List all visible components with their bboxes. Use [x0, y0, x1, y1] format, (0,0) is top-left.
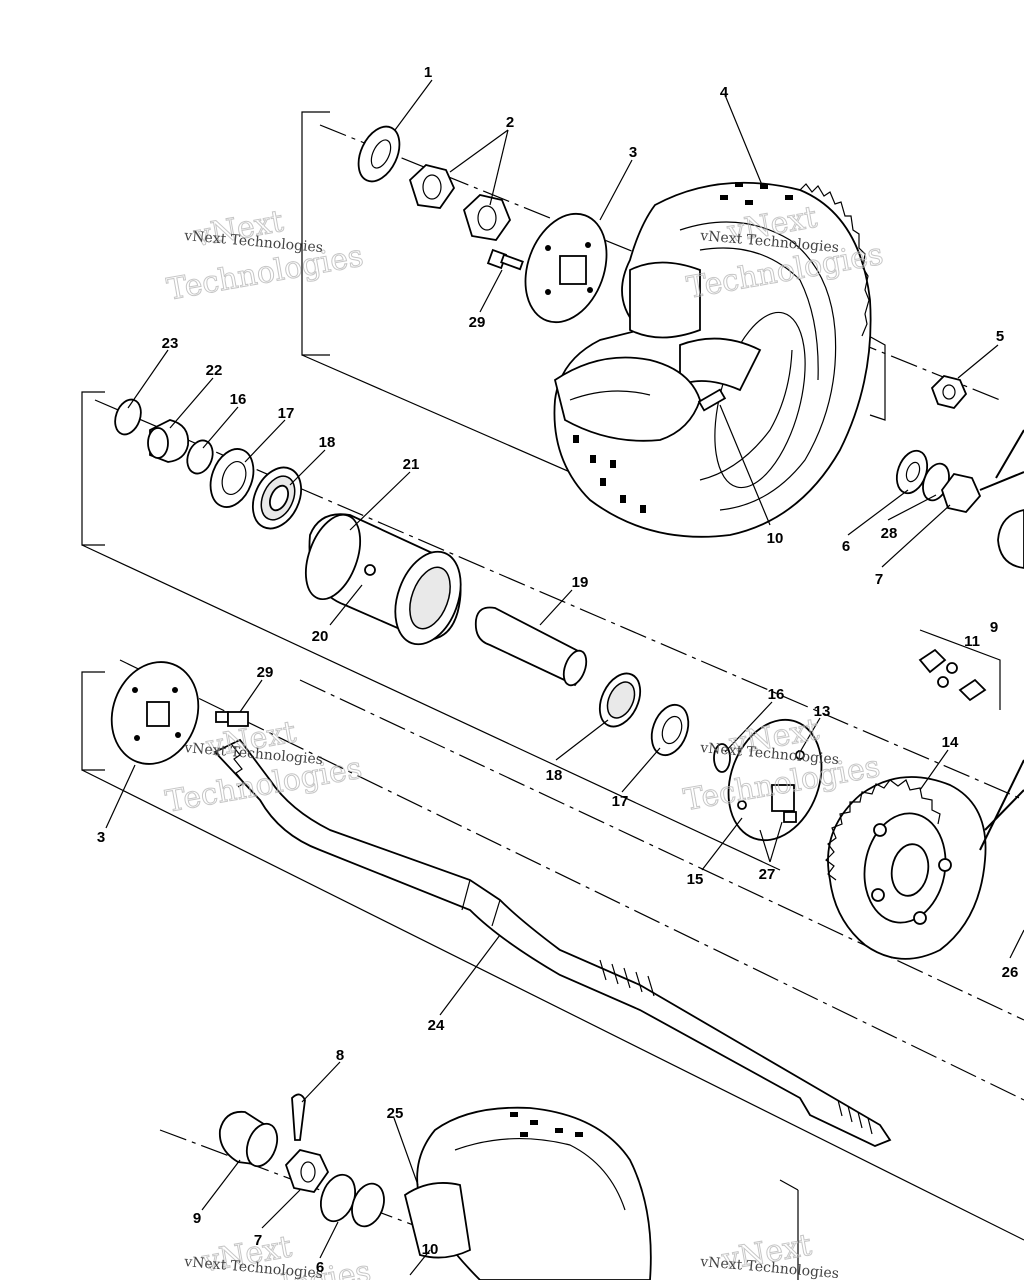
callout-24: 24	[428, 1017, 445, 1034]
stud-10a	[697, 388, 727, 412]
tire-4	[553, 181, 872, 538]
callout-18-top: 18	[319, 434, 336, 451]
callout-22: 22	[206, 362, 223, 379]
master-link-11	[918, 648, 987, 702]
snap-ring-23	[114, 398, 142, 436]
callout-10-bottom: 10	[422, 1241, 439, 1258]
seal-17b	[650, 703, 690, 757]
leader-lines	[105, 79, 1024, 1276]
callout-7-bottom: 7	[254, 1232, 262, 1249]
collar-22	[147, 419, 190, 463]
seal-17a	[209, 448, 255, 508]
axle-24	[213, 738, 892, 1147]
callout-labels: 1 2 3 4 29 23 22 16 17 18 21 5 10 6 28 7…	[97, 64, 1019, 1276]
cap-9a	[997, 509, 1024, 569]
callout-23: 23	[162, 335, 179, 352]
callout-29-top: 29	[469, 314, 486, 331]
callout-3-top: 3	[629, 144, 637, 161]
bolt-29a	[486, 248, 524, 271]
o-ring-16a	[186, 439, 214, 475]
nut-2a	[408, 164, 456, 209]
callout-16-top: 16	[230, 391, 247, 408]
nut-2b	[462, 194, 512, 241]
callout-16-mid: 16	[768, 686, 785, 703]
callout-18-mid: 18	[546, 767, 563, 784]
nut-5	[930, 375, 968, 410]
washer-1	[357, 125, 401, 183]
bearing-18b	[598, 672, 642, 728]
callout-19: 19	[572, 574, 589, 591]
callout-27: 27	[759, 866, 776, 883]
callout-6-bottom: 6	[316, 1259, 324, 1276]
callout-3-mid: 3	[97, 829, 105, 846]
sprocket-hub-15	[727, 718, 823, 842]
callout-20: 20	[312, 628, 329, 645]
callout-13: 13	[814, 703, 831, 720]
callout-10-top: 10	[767, 530, 784, 547]
castle-nut-7b	[284, 1148, 330, 1193]
callout-7-top: 7	[875, 571, 883, 588]
frame-lines	[81, 111, 1024, 1280]
hub-3a	[524, 212, 608, 324]
bearing-18a	[252, 466, 302, 530]
callout-25: 25	[387, 1105, 404, 1122]
callout-6-top: 6	[842, 538, 850, 555]
callout-1: 1	[424, 64, 432, 81]
callout-17-top: 17	[278, 405, 295, 422]
hub-3b	[110, 661, 200, 765]
callout-2: 2	[506, 114, 514, 131]
callout-15: 15	[687, 871, 704, 888]
sprocket-14	[825, 776, 987, 960]
housing-21	[304, 513, 462, 646]
callout-9-top: 9	[990, 619, 998, 636]
callout-29-mid: 29	[257, 664, 274, 681]
callout-11: 11	[964, 633, 980, 650]
chain-guard-26	[979, 759, 1024, 851]
callout-9-bottom: 9	[193, 1210, 201, 1227]
cap-9b	[218, 1110, 279, 1168]
callout-28: 28	[881, 525, 898, 542]
cotter-pin-8	[291, 1093, 306, 1141]
washer-bottom	[351, 1182, 385, 1228]
callout-4: 4	[720, 84, 729, 101]
castle-nut-7a	[940, 472, 982, 513]
spacer-19	[474, 606, 588, 687]
callout-26: 26	[1002, 964, 1019, 981]
callout-8: 8	[336, 1047, 344, 1064]
callout-5: 5	[996, 328, 1004, 345]
bolt-29b	[215, 711, 249, 727]
callout-17-mid: 17	[612, 793, 629, 810]
callout-14: 14	[942, 734, 959, 751]
cotter-pin-top	[979, 429, 1024, 491]
tire-25	[403, 1106, 652, 1280]
callout-21: 21	[403, 456, 420, 473]
